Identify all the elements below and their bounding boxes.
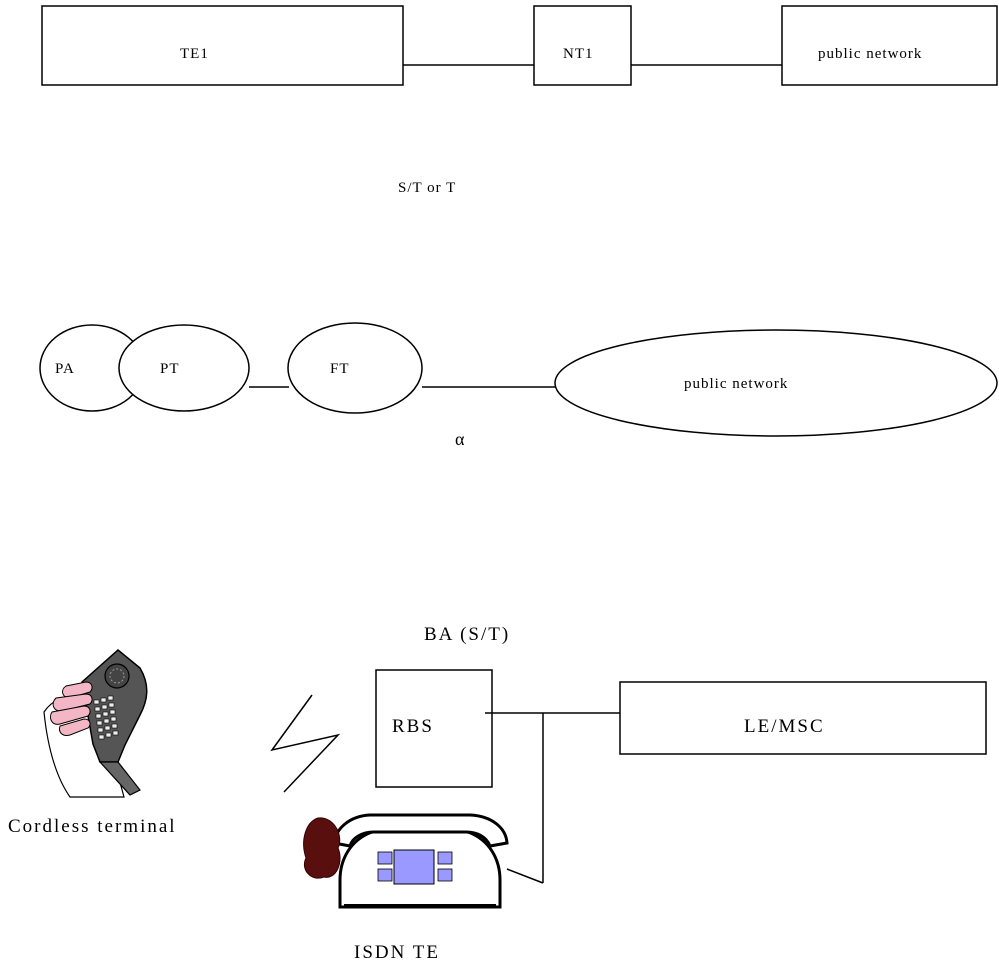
nt1-label: NT1 [563,46,594,62]
pt-label: PT [160,361,180,377]
interface-label-st: S/T or T [398,180,456,196]
public-network-ellipse [554,329,998,437]
pt-ellipse [118,324,250,412]
ft-label: FT [330,361,350,377]
diagram-rbs-configuration: BA (S/T) [8,624,987,963]
public-network-label-2: public network [684,376,788,392]
public-network-label: public network [818,46,922,62]
rbs-box [375,669,493,788]
isdn-desk-phone-icon [303,813,509,909]
isdn-te-label: ISDN TE [354,942,440,963]
nt1-box [533,5,632,86]
isdn-te-link [506,868,544,884]
diagram-dect-reference: PA PT FT public network α [39,322,998,449]
rbs-label: RBS [392,716,434,737]
radio-link-icon [270,694,341,793]
interface-label-ba: BA (S/T) [424,624,510,645]
interface-label-alpha: α [455,429,465,449]
cordless-terminal-label: Cordless terminal [8,816,177,837]
le-msc-label: LE/MSC [744,716,825,737]
public-network-box [781,5,998,86]
ft-ellipse [287,322,423,414]
te1-label: TE1 [180,46,209,62]
le-msc-box [619,681,987,755]
te1-box [41,5,404,86]
pa-label: PA [55,361,75,377]
cordless-handset-icon [43,649,148,798]
diagram-isdn-reference: TE1 NT1 public network S/T or T [41,5,998,196]
